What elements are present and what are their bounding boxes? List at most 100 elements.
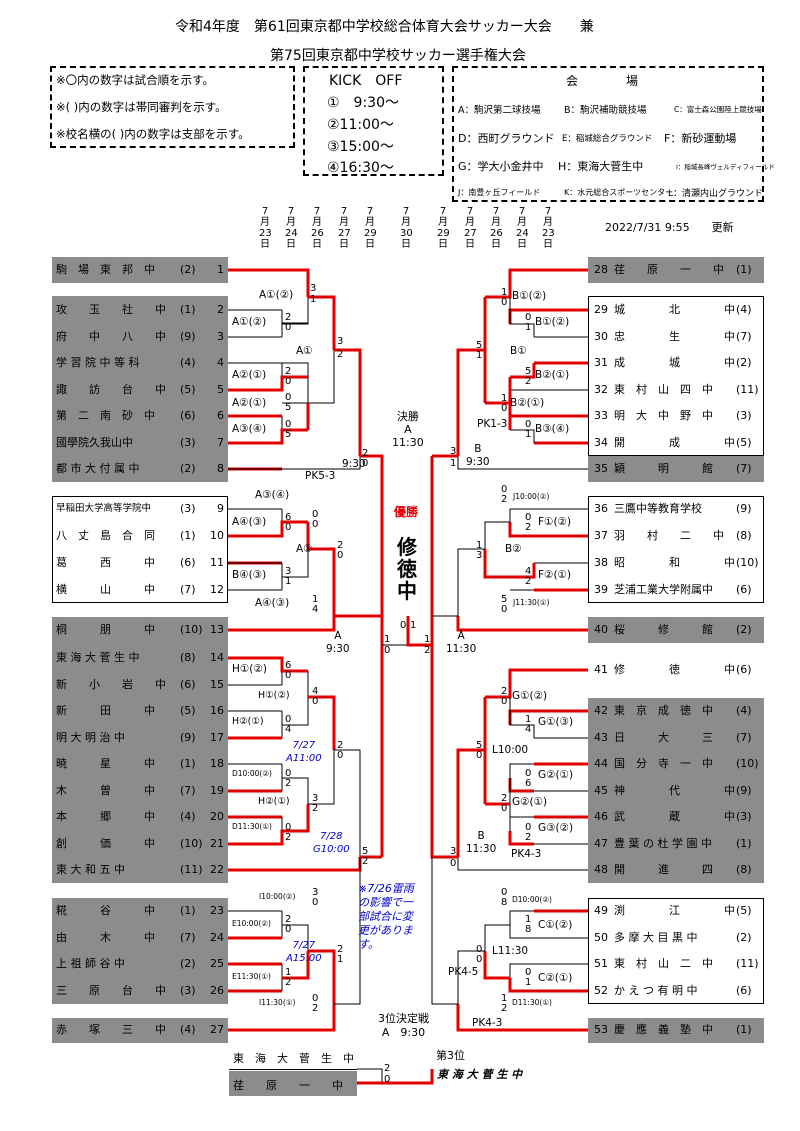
score-73: 2 [525, 522, 532, 533]
score-7: 0 [285, 376, 292, 387]
score-59: 1 [525, 322, 532, 333]
bracket-line [228, 428, 308, 445]
team-branch: (7) [180, 931, 196, 944]
date-left-5: 7月30日 [400, 206, 413, 250]
match-label-b2: B② [505, 543, 522, 555]
team-branch: (7) [736, 330, 752, 343]
venue-j: J：南豊ヶ丘フィールド [458, 188, 541, 197]
score-99: 0 [476, 954, 483, 965]
team-number: 20 [210, 810, 224, 823]
team-left-24: 由 木 中 (7) 24 [52, 926, 228, 950]
score-17: 0 [285, 522, 292, 533]
team-number: 12 [210, 583, 224, 596]
team-number: 42 [594, 704, 608, 717]
team-block-r9 [588, 1018, 764, 1043]
team-right-44: 44 国 分 寺 一 中 (10) [588, 752, 764, 776]
match-label-g21b: G②(①) [512, 796, 548, 808]
score-57: 0 [501, 297, 508, 308]
team-name: 駒 場 東 邦 中 [56, 263, 155, 276]
score-88: 2 [501, 793, 508, 804]
team-block-r2 [588, 296, 764, 456]
team-right-41: 41 修 徳 中 (6) [588, 658, 764, 682]
bracket-line [457, 950, 485, 1004]
venue-l: L：清瀬内山グラウンド [668, 189, 764, 199]
bracket-line [510, 363, 536, 379]
team-number: 41 [594, 663, 608, 676]
bracket-line [334, 749, 361, 857]
score-63: 2 [525, 376, 532, 387]
score-69: 1 [450, 458, 457, 469]
team-block-l5 [52, 898, 228, 1004]
team-right-30: 30 忠 生 中 (7) [588, 325, 764, 349]
score-33: 2 [285, 778, 292, 789]
team-right-31: 31 成 城 中 (2) [588, 351, 764, 375]
bracket-line [509, 508, 534, 522]
third-place-title: 第3位 [436, 1049, 465, 1062]
score-71: 2 [501, 494, 508, 505]
champion-label: 優勝 [394, 505, 419, 519]
score-72: 0 [525, 512, 532, 523]
team-left-23: 糀 谷 中 (1) 23 [52, 899, 228, 923]
score-22: 1 [312, 594, 319, 605]
team-right-36: 36 三鷹中等教育学校 (9) [588, 497, 764, 521]
team-name: 国 分 寺 一 中 [614, 757, 713, 770]
team-branch: (10) [180, 837, 203, 850]
team-branch: (4) [736, 704, 752, 717]
score-60: 5 [476, 340, 483, 351]
score-25: 0 [285, 670, 292, 681]
score-76: 4 [525, 566, 532, 577]
team-number: 18 [210, 757, 224, 770]
team-right-29: 29 城 北 中 (4) [588, 298, 764, 322]
team-branch: (2) [180, 263, 196, 276]
team-name: 荏 原 一 中 [614, 263, 724, 276]
venue-i: I：稲城長峰ヴェルディフィールド [676, 163, 775, 171]
score-104: 2 [384, 1063, 391, 1074]
bracket-line [509, 910, 534, 925]
score-2: 2 [285, 312, 292, 323]
team-left-26: 三 原 台 中 (3) 26 [52, 979, 228, 1003]
team-name: 豊 葉 の 杜 学 園 中 [614, 837, 712, 850]
team-branch: (7) [180, 583, 196, 596]
team-number: 51 [594, 957, 608, 970]
team-name: 昭 和 中 [614, 556, 735, 569]
team-number: 38 [594, 556, 608, 569]
team-right-47: 47 豊 葉 の 杜 学 園 中 (1) [588, 832, 764, 856]
team-name: 忠 生 中 [614, 330, 735, 343]
bracket-line [228, 268, 310, 297]
bracket-line [484, 521, 510, 549]
team-number: 34 [594, 436, 608, 449]
score-93: 0 [450, 858, 457, 869]
team-name: 神 代 中 [614, 784, 735, 797]
score-6: 2 [285, 366, 292, 377]
team-branch: (1) [736, 1023, 752, 1036]
match-label-b12b: B①(②) [535, 316, 570, 328]
match-label-g12: G①(②) [512, 690, 548, 702]
score-74: 1 [476, 540, 483, 551]
team-left-16: 新 田 中 (5) 16 [52, 699, 228, 723]
team-left-15: 新 小 岩 中 (6) 15 [52, 673, 228, 697]
team-number: 28 [594, 263, 608, 276]
team-number: 21 [210, 837, 224, 850]
score-80: 2 [501, 686, 508, 697]
bracket-line [406, 616, 432, 647]
team-right-42: 42 東 京 成 徳 中 (4) [588, 699, 764, 723]
team-name: 慶 應 義 塾 中 [614, 1023, 713, 1036]
team-number: 16 [210, 704, 224, 717]
team-right-33: 33 明 大 中 野 中 (3) [588, 404, 764, 428]
score-51: 0 [384, 645, 391, 656]
bracket-line [510, 563, 536, 579]
date-right-2: 7月26日 [490, 206, 503, 250]
match-label-a12b: A①(②) [232, 316, 267, 328]
team-right-53: 53 慶 應 義 塾 中 (1) [588, 1018, 764, 1042]
team-name: 芝浦工業大学附属中 [614, 583, 713, 596]
team-name: 渕 江 中 [614, 904, 735, 917]
score-45: 1 [337, 954, 344, 965]
team-branch: (1) [180, 303, 196, 316]
team-number: 4 [217, 356, 224, 369]
bracket-line [228, 1004, 336, 1032]
score-96: 1 [525, 914, 532, 925]
venue-b: B：駒沢補助競技場 [564, 105, 647, 116]
bracket-line [382, 1069, 434, 1085]
match-label-b_1130: B 11:30 [466, 830, 497, 855]
bracket-line [509, 763, 534, 778]
